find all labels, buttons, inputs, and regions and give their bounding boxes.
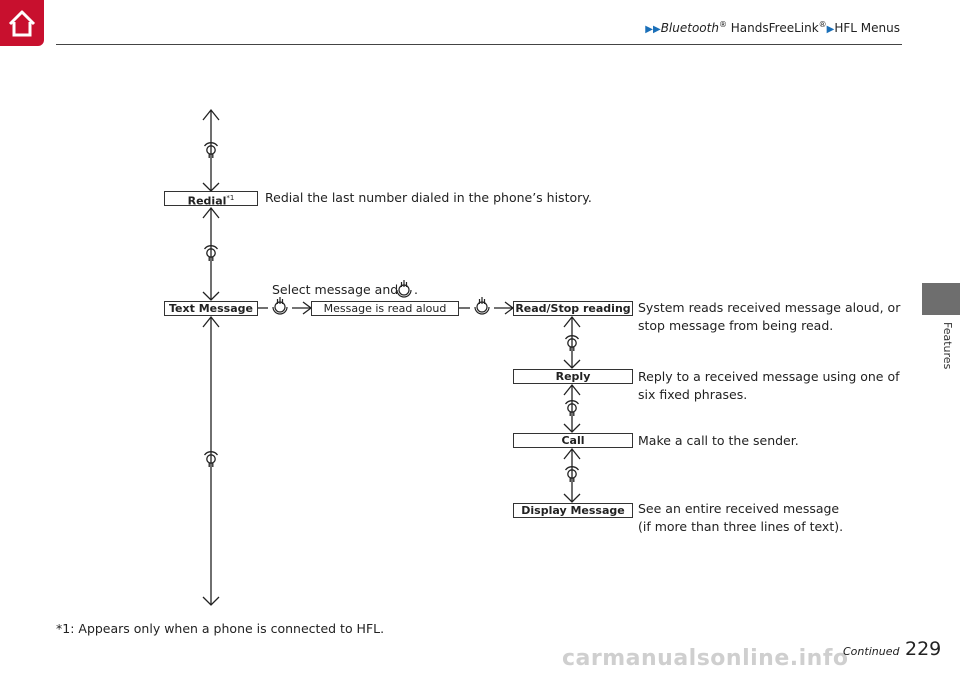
continued-label[interactable]: Continued: [843, 645, 900, 658]
section-tab[interactable]: [922, 283, 960, 315]
read-stop-description-line2: stop message from being read.: [638, 318, 834, 333]
menu-read-stop-reading[interactable]: Read/Stop reading: [513, 301, 633, 316]
menu-call[interactable]: Call: [513, 433, 633, 448]
menu-display-message[interactable]: Display Message: [513, 503, 633, 518]
read-stop-description-line1: System reads received message aloud, or: [638, 300, 901, 315]
breadcrumb-handsfreelink[interactable]: HandsFreeLink: [726, 21, 819, 35]
breadcrumb-hfl-menus[interactable]: HFL Menus: [834, 21, 900, 35]
select-message-prompt-end: .: [414, 282, 418, 297]
menu-text-message[interactable]: Text Message: [164, 301, 258, 316]
reply-description-line1: Reply to a received message using one of: [638, 369, 900, 384]
press-knob-icon: [474, 296, 490, 315]
breadcrumb-bluetooth[interactable]: Bluetooth: [660, 21, 719, 35]
breadcrumb-arrow-icon: ▶: [826, 24, 835, 35]
state-message-read-aloud: Message is read aloud: [311, 301, 459, 316]
footnote: *1: Appears only when a phone is connect…: [56, 621, 385, 636]
breadcrumb: ▶▶Bluetooth® HandsFreeLink®▶HFL Menus: [645, 20, 900, 35]
press-knob-icon: [272, 296, 288, 315]
redial-description: Redial the last number dialed in the pho…: [265, 190, 592, 205]
reply-description-line2: six fixed phrases.: [638, 387, 748, 402]
page-number: 229: [905, 638, 942, 660]
press-knob-icon: [396, 279, 412, 298]
display-description-line2: (if more than three lines of text).: [638, 519, 844, 534]
breadcrumb-arrow-icon: ▶▶: [645, 24, 661, 35]
select-message-prompt: Select message and: [272, 282, 399, 297]
section-tab-label: Features: [941, 322, 954, 370]
watermark: carmanualsonline.info: [562, 646, 849, 671]
display-description-line1: See an entire received message: [638, 501, 840, 516]
call-description: Make a call to the sender.: [638, 433, 799, 448]
home-icon[interactable]: [0, 0, 44, 46]
menu-redial[interactable]: Redial*1: [164, 191, 258, 208]
menu-reply[interactable]: Reply: [513, 369, 633, 384]
header-divider: [56, 44, 902, 45]
